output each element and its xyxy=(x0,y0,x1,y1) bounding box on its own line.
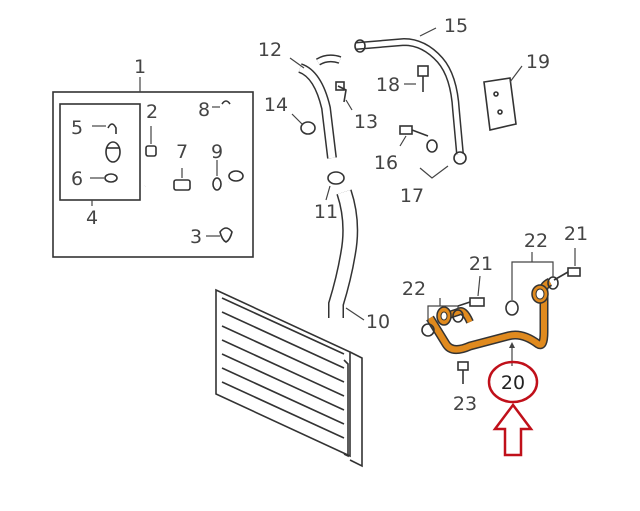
label-4: 4 xyxy=(86,207,98,229)
part-20-pipe xyxy=(426,277,553,366)
part-21-bolts xyxy=(457,248,581,307)
part-12-hose xyxy=(289,54,342,159)
label-7: 7 xyxy=(176,141,188,163)
part-17-seals xyxy=(419,139,467,179)
kit-box xyxy=(52,77,254,258)
up-arrow-icon xyxy=(492,402,534,457)
label-23: 23 xyxy=(453,393,477,415)
label-6: 6 xyxy=(71,168,83,190)
label-22-left: 22 xyxy=(402,278,426,300)
part-19-bracket xyxy=(483,65,523,131)
part-23-bolt xyxy=(457,361,469,384)
label-18: 18 xyxy=(376,74,400,96)
part-3-clamp xyxy=(206,227,233,243)
label-15: 15 xyxy=(444,15,468,37)
part-2-clip xyxy=(145,126,157,157)
part-8-clip xyxy=(212,100,231,108)
label-19: 19 xyxy=(526,51,550,73)
label-22-right: 22 xyxy=(524,230,548,252)
label-11: 11 xyxy=(314,201,338,223)
part-13-bolt xyxy=(335,81,353,111)
label-21-left: 21 xyxy=(469,253,493,275)
label-12: 12 xyxy=(258,39,282,61)
part-9-oring xyxy=(212,160,222,191)
highlight-callout xyxy=(487,360,539,457)
label-16: 16 xyxy=(374,152,398,174)
label-10: 10 xyxy=(366,311,390,333)
radiator xyxy=(215,288,363,468)
label-1: 1 xyxy=(134,56,146,78)
label-17: 17 xyxy=(400,185,424,207)
label-2: 2 xyxy=(146,101,158,123)
part-10-hose xyxy=(328,189,365,321)
part-7-sensor xyxy=(173,168,191,191)
part-11-clamp xyxy=(325,171,345,201)
kit-hose xyxy=(142,170,244,221)
part-22-seals xyxy=(421,252,559,337)
label-3: 3 xyxy=(190,226,202,248)
label-20: 20 xyxy=(501,372,525,394)
part-18-bolt xyxy=(404,65,429,92)
part-6-seal xyxy=(90,173,118,183)
part-16-fitting xyxy=(399,125,429,147)
label-14: 14 xyxy=(264,94,288,116)
label-5: 5 xyxy=(71,117,83,139)
label-21-right: 21 xyxy=(564,223,588,245)
part-15-pipe xyxy=(354,27,464,155)
label-13: 13 xyxy=(354,111,378,133)
label-9: 9 xyxy=(211,141,223,163)
part-5-clamp xyxy=(92,123,121,163)
part-14-cap xyxy=(291,113,316,135)
label-8: 8 xyxy=(198,99,210,121)
